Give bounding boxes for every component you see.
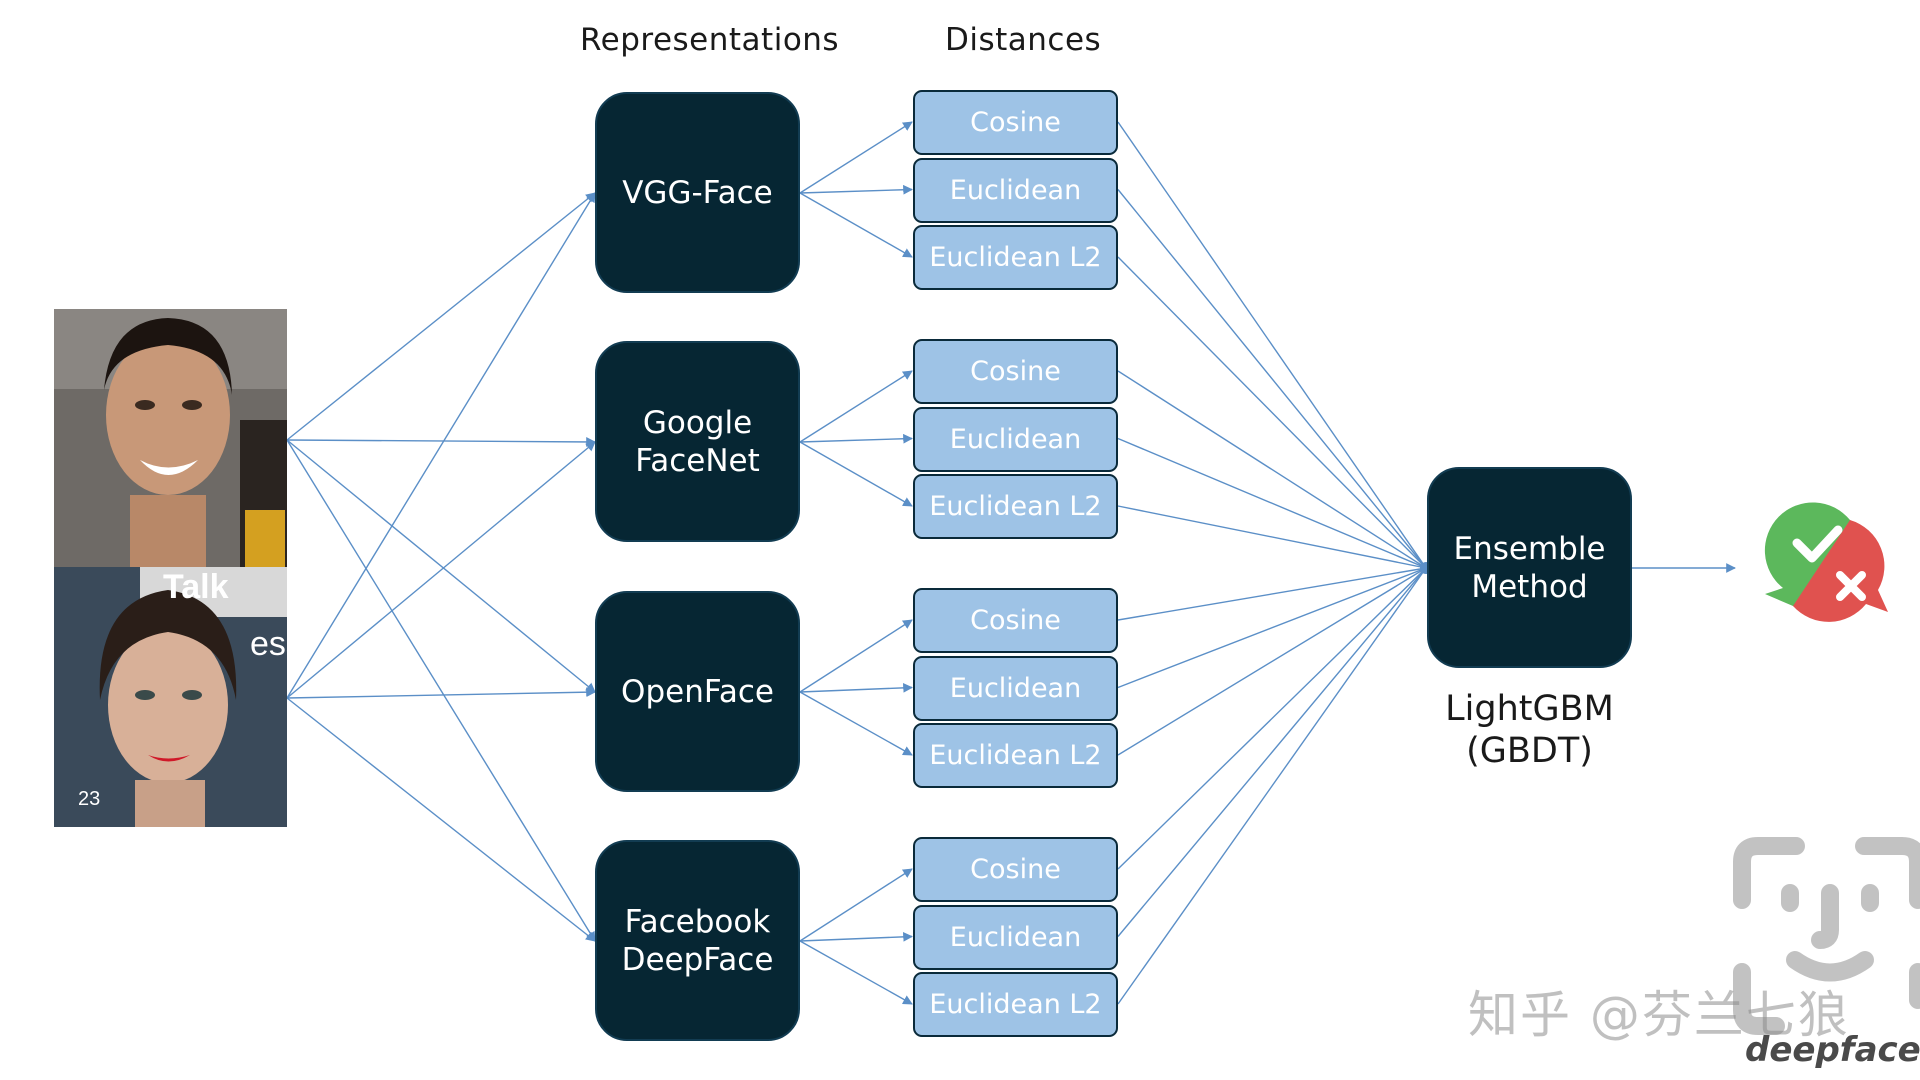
dist-box-cosine: Cosine xyxy=(913,339,1118,404)
rep-to-distance-arrow xyxy=(799,682,913,693)
rep-to-distance-arrow xyxy=(799,868,913,942)
rep-box-google-facenet: Google FaceNet xyxy=(595,341,800,542)
check-cross-icon xyxy=(1764,502,1888,622)
photo-to-rep-arrow xyxy=(286,439,596,693)
photo-to-rep-arrow xyxy=(286,437,596,447)
photo-text-ess: ess xyxy=(250,625,303,663)
ensemble-caption: LightGBM (GBDT) xyxy=(1427,688,1632,772)
rep-to-distance-arrow xyxy=(799,931,913,942)
rep-to-distance-arrow xyxy=(799,192,913,258)
distances-header: Distances xyxy=(945,22,1102,58)
dist-box-euclidean: Euclidean xyxy=(913,407,1118,472)
photo-to-rep-arrow xyxy=(286,697,596,942)
face-photo-bottom xyxy=(54,567,287,827)
watermark-text: 知乎 @芬兰七狼 xyxy=(1468,986,1850,1044)
distance-to-ensemble-line xyxy=(1117,567,1427,756)
distance-to-ensemble-line xyxy=(1117,505,1427,569)
distance-to-ensemble-line xyxy=(1117,370,1427,569)
dist-box-euclidean: Euclidean xyxy=(913,656,1118,721)
rep-box-openface: OpenFace xyxy=(595,591,800,792)
dist-box-cosine: Cosine xyxy=(913,837,1118,902)
photo-text-number: 23 xyxy=(78,788,100,810)
photo-to-rep-arrow xyxy=(286,439,596,942)
distance-to-ensemble-line xyxy=(1117,567,1427,870)
rep-label: Google xyxy=(642,404,753,441)
rep-to-distance-arrow xyxy=(799,184,913,195)
rep-box-facebook-deepface: Facebook DeepFace xyxy=(595,840,800,1041)
rep-to-distance-arrow xyxy=(799,691,913,756)
distance-to-ensemble-line xyxy=(1117,121,1427,569)
brand-logo-text: deepface xyxy=(1745,1030,1920,1070)
ensemble-label: Ensemble xyxy=(1453,530,1606,567)
face-photo-top xyxy=(54,309,287,567)
photo-to-rep-arrow xyxy=(286,192,596,441)
dist-box-euclidean-l2: Euclidean L2 xyxy=(913,972,1118,1037)
photo-to-rep-arrow xyxy=(286,192,596,699)
photo-to-rep-arrow xyxy=(286,441,596,699)
distance-to-ensemble-line xyxy=(1117,256,1427,569)
distance-to-ensemble-line xyxy=(1117,437,1427,569)
ensemble-method-box: Ensemble Method xyxy=(1427,467,1632,668)
dist-box-cosine: Cosine xyxy=(913,90,1118,155)
rep-to-distance-arrow xyxy=(799,121,913,194)
rep-to-distance-arrow xyxy=(799,940,913,1005)
distance-to-ensemble-line xyxy=(1117,567,1427,689)
distance-to-ensemble-line xyxy=(1117,567,1427,937)
ensemble-label: Method xyxy=(1471,568,1588,605)
ensemble-caption-line: (GBDT) xyxy=(1466,731,1593,771)
representations-header: Representations xyxy=(580,22,840,58)
connector-lines xyxy=(286,121,1736,1005)
rep-to-distance-arrow xyxy=(799,370,913,443)
dist-box-euclidean: Euclidean xyxy=(913,158,1118,223)
rep-box-vgg-face: VGG-Face xyxy=(595,92,800,293)
photo-text-talk: Talk xyxy=(163,568,229,606)
rep-to-distance-arrow xyxy=(799,433,913,444)
rep-label: DeepFace xyxy=(621,941,774,978)
dist-box-cosine: Cosine xyxy=(913,588,1118,653)
distance-to-ensemble-line xyxy=(1117,189,1427,569)
rep-to-distance-arrow xyxy=(799,619,913,693)
rep-label: OpenFace xyxy=(621,673,774,710)
photo-to-rep-arrow xyxy=(286,687,596,699)
rep-label: VGG-Face xyxy=(622,174,773,211)
rep-label: FaceNet xyxy=(635,442,760,479)
dist-box-euclidean-l2: Euclidean L2 xyxy=(913,474,1118,539)
dist-box-euclidean-l2: Euclidean L2 xyxy=(913,225,1118,290)
dist-box-euclidean-l2: Euclidean L2 xyxy=(913,723,1118,788)
ensemble-caption-line: LightGBM xyxy=(1445,689,1614,729)
face-id-icon xyxy=(1733,837,1920,1035)
rep-to-distance-arrow xyxy=(799,441,913,507)
dist-box-euclidean: Euclidean xyxy=(913,905,1118,970)
rep-label: Facebook xyxy=(624,903,771,940)
distance-to-ensemble-line xyxy=(1117,567,1427,1005)
distance-to-ensemble-line xyxy=(1117,567,1427,621)
